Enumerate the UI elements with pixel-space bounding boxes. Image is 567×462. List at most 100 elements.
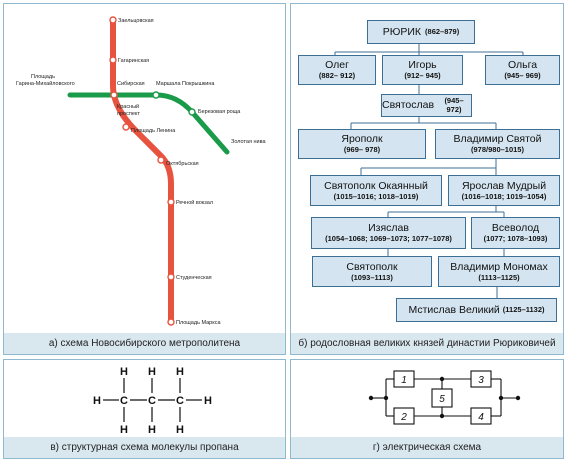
node-name: Игорь (408, 59, 437, 72)
node-name: Ольга (507, 59, 538, 72)
carbon-atom: C (120, 395, 128, 407)
node-dates: (945–972) (444, 95, 464, 114)
node-name: Владимир Святой (453, 133, 542, 146)
station-label: Гарина-Михайловского (16, 80, 75, 87)
station-marker[interactable] (167, 273, 175, 281)
circuit-element (470, 407, 492, 425)
node-dates: (862–879) (425, 26, 460, 36)
node-yaroslav: Ярослав Мудрый (1016–1018; 1019–1054) (448, 175, 560, 206)
station-label: Площадь (31, 74, 55, 80)
station-marker[interactable] (109, 16, 117, 24)
station-marker[interactable] (167, 198, 175, 206)
station-label: Октябрьская (166, 161, 199, 167)
node-name: Мстислав Великий (408, 303, 500, 316)
panel-caption: а) схема Новосибирского метрополитена (4, 333, 285, 354)
propane-structure: H C C C H H H H H H H (93, 366, 212, 436)
node-dates: (945– 969) (504, 71, 541, 81)
metro-map: Заельцовская Гагаринская Красный проспек… (16, 16, 266, 326)
circuit-element (393, 370, 415, 388)
node-olga: Ольга (945– 969) (485, 55, 560, 85)
station-label: Гагаринская (118, 58, 149, 64)
station-label: Площадь Маркса (176, 320, 221, 326)
hydrogen-atom: H (204, 395, 212, 407)
node-name: Святополк Окаянный (324, 179, 428, 192)
node-dates: (1054–1068; 1069–1073; 1077–1078) (325, 234, 452, 244)
tree-connectors (334, 44, 524, 298)
station-label: проспект (117, 111, 140, 117)
station-marker[interactable] (109, 56, 117, 64)
node-svyatoslav: Святослав (945–972) (381, 94, 472, 117)
station-label: Маршала Покрышкина (156, 81, 215, 87)
station-label: Березовая роща (198, 109, 241, 115)
circuit-diagram: 1 3 5 2 4 (368, 370, 521, 425)
station-label: Речной вокзал (176, 199, 213, 206)
node-dates: (912– 945) (404, 71, 441, 81)
red-line (110, 17, 174, 325)
element-label: 5 (439, 394, 445, 405)
station-marker[interactable] (152, 91, 160, 99)
element-label: 2 (400, 412, 407, 423)
hydrogen-atom: H (120, 366, 128, 378)
node-dates: (1015–1016; 1018–1019) (333, 191, 419, 201)
station-marker[interactable] (157, 156, 165, 164)
node-izyaslav: Изяслав (1054–1068; 1069–1073; 1077–1078… (311, 217, 466, 249)
node-svyatopolk: Святополк (1093–1113) (312, 256, 432, 287)
node-igor: Игорь (912– 945) (382, 55, 463, 85)
propane-panel: H C C C H H H H H H H в) структурная схе… (3, 359, 286, 459)
hydrogen-atom: H (148, 424, 156, 436)
station-label: Сибирская (117, 81, 145, 87)
station-label: Красный (117, 103, 139, 110)
node-name: Владимир Мономах (450, 260, 548, 273)
element-label: 4 (478, 412, 484, 423)
genealogy-panel: РЮРИК (862–879) Олег (882– 912) Игорь (9… (290, 3, 564, 355)
panel-caption: в) структурная схема молекулы пропана (4, 437, 285, 458)
node-dates: (1077; 1078–1093) (483, 234, 548, 244)
node-vladimir: Владимир Святой (978/980–1015) (435, 129, 560, 159)
station-label: Площадь Ленина (131, 128, 176, 134)
element-label: 1 (401, 375, 407, 386)
station-marker[interactable] (110, 91, 118, 99)
element-label: 3 (478, 375, 484, 386)
node-name: Изяслав (368, 222, 409, 235)
node-rurik: РЮРИК (862–879) (367, 20, 475, 44)
node-dates: (1016–1018; 1019–1054) (461, 191, 547, 201)
station-marker[interactable] (122, 123, 130, 131)
carbon-atom: C (176, 395, 184, 407)
hydrogen-atom: H (176, 366, 184, 378)
circuit-panel: 1 3 5 2 4 г) электрическая схема (290, 359, 564, 459)
panel-caption: г) электрическая схема (291, 437, 563, 458)
station-marker[interactable] (188, 108, 196, 116)
node-name: Ярополк (341, 133, 383, 146)
node-name: Ярослав Мудрый (461, 179, 547, 192)
node-mstislav: Мстислав Великий (1125–1132) (396, 298, 557, 322)
node-name: Олег (325, 59, 349, 72)
station-label: Студенческая (176, 275, 212, 281)
hydrogen-atom: H (120, 424, 128, 436)
station-label: Заельцовская (118, 18, 154, 24)
station-marker[interactable] (167, 318, 175, 326)
node-oleg: Олег (882– 912) (298, 55, 376, 85)
node-dates: (1125–1132) (502, 304, 545, 314)
node-svyatopolk-okayanny: Святополк Окаянный (1015–1016; 1018–1019… (310, 175, 442, 206)
carbon-atom: C (148, 395, 156, 407)
circuit-element (431, 388, 453, 408)
node-dates: (1113–1125) (478, 272, 520, 282)
station-label: Золотая нива (231, 139, 266, 145)
node-name: РЮРИК (382, 25, 422, 38)
circuit-element (470, 370, 492, 388)
panel-caption: б) родословная великих князей династии Р… (291, 333, 563, 354)
node-dates: (882– 912) (318, 71, 356, 81)
circuit-element (393, 407, 415, 425)
node-name: Всеволод (491, 222, 540, 235)
metro-panel: Заельцовская Гагаринская Красный проспек… (3, 3, 286, 355)
hydrogen-atom: H (93, 395, 101, 407)
node-dates: (1093–1113) (351, 272, 393, 282)
hydrogen-atom: H (176, 424, 184, 436)
node-dates: (978/980–1015) (471, 145, 524, 155)
node-monomakh: Владимир Мономах (1113–1125) (438, 256, 560, 287)
node-name: Святослав (382, 99, 435, 112)
node-dates: (969– 978) (343, 145, 381, 155)
node-yaropolk: Ярополк (969– 978) (298, 129, 426, 159)
node-vsevolod: Всеволод (1077; 1078–1093) (471, 217, 560, 249)
node-name: Святополк (346, 260, 398, 273)
